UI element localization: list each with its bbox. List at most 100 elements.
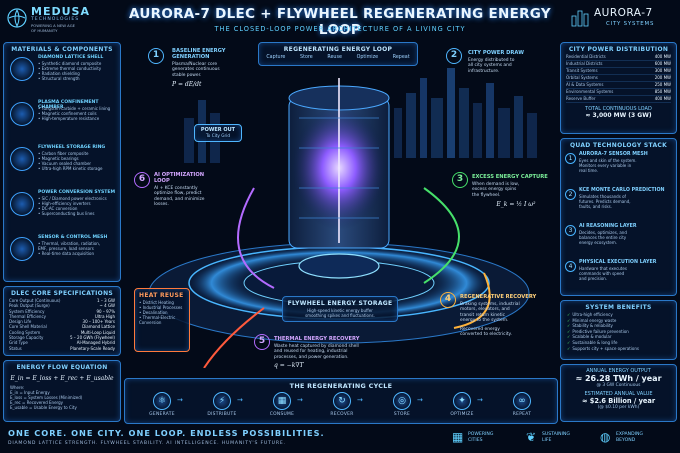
- cycle-step-distribute: ⚡DISTRIBUTE: [197, 392, 247, 417]
- callout-line: transit return kinetic: [460, 312, 506, 318]
- material-line: • Thermal, vibration, radiation,: [38, 241, 101, 246]
- check-icon: ✓: [567, 328, 571, 334]
- spec-value: Multi-Loop Liquid: [80, 329, 115, 335]
- spec-row: Thermal Efficiency Ultra High: [9, 314, 115, 319]
- quad-line: futures. Predicts demand,: [579, 199, 631, 204]
- spec-key: System Efficiency: [9, 308, 45, 314]
- spec-row: Core Output (Continuous)1 – 3 GW: [9, 298, 115, 303]
- check-icon: ✓: [567, 345, 571, 351]
- medusa-logo-icon: [7, 8, 27, 28]
- cycle-arrow-icon: →: [177, 396, 183, 404]
- spec-key: Storage Capacity: [9, 335, 44, 341]
- distribution-sector: AI & Data Systems: [566, 82, 604, 87]
- material-title: SENSOR & CONTROL MESH: [38, 235, 108, 240]
- quad-line: Decides, optimizes, and: [579, 230, 627, 235]
- spec-value: 5 – 20 GWh (Flywheel): [69, 335, 115, 341]
- distribution-panel: CITY POWER DISTRIBUTION Residential Dist…: [560, 42, 677, 134]
- city-badge-sub: CITY SYSTEMS: [606, 21, 655, 27]
- cycle-step-optimize: ✦OPTIMIZE: [437, 392, 487, 417]
- page-subtitle: THE CLOSED-LOOP POWER ARCHITECTURE OF A …: [214, 25, 466, 33]
- material-line: • Tungsten-carbide + ceramic lining: [38, 106, 111, 111]
- distribution-load: 600 MW: [654, 61, 671, 66]
- callout-6-number: 6: [134, 172, 150, 188]
- cycle-step-label: CONSUME: [269, 412, 295, 417]
- spec-key: Thermal Efficiency: [9, 313, 47, 319]
- material-icon: [10, 237, 34, 261]
- callout-5-formula: q = −k∇T: [274, 362, 304, 370]
- callout-line: processes, and power generation.: [274, 354, 349, 360]
- callout-line: Plasma/Nuclear core: [172, 62, 218, 67]
- brand-sub: TECHNOLOGIES: [31, 17, 80, 22]
- quad-title: AI REASONING LAYER: [579, 224, 637, 229]
- material-icon: [10, 147, 34, 171]
- annual-sub: @ 3 GW Continuous: [596, 383, 641, 388]
- quad-line: energy ecosystem.: [579, 240, 618, 245]
- benefit-label: Scalable & modular: [572, 334, 612, 340]
- power-out-sub: To City Grid: [205, 133, 231, 138]
- specs-title: DLEC CORE SPECIFICATIONS: [10, 290, 114, 297]
- thermal-flow-line: [203, 307, 265, 368]
- callout-line: stable power.: [172, 72, 202, 78]
- heat-reuse-item: • Industrial Processes: [139, 305, 183, 310]
- cycle-step-store: ◎STORE: [377, 392, 427, 417]
- leaf-icon: ❦: [526, 430, 537, 444]
- material-line: • Structural strength: [38, 76, 80, 81]
- callout-line: excess energy spins: [472, 187, 517, 193]
- callout-line: AI + KCE constantly: [154, 186, 198, 191]
- material-line: • Real-time data acquisition: [38, 251, 94, 256]
- quad-title: AURORA-7 SENSOR MESH: [579, 152, 648, 157]
- distribution-row: Industrial Districts 600 MW: [566, 61, 671, 68]
- callout-3-number: 3: [452, 172, 468, 188]
- quad-line: and precision.: [579, 276, 608, 281]
- loop-step: Store: [300, 55, 313, 60]
- quad-line: faults, and risks.: [579, 204, 613, 209]
- heat-reuse-box: HEAT REUSE • District Heating• Industria…: [134, 288, 190, 352]
- quad-line: Monitors every variable in: [579, 163, 632, 168]
- material-icon: [10, 57, 34, 81]
- spec-value: Ultra High: [94, 313, 115, 319]
- material-line: • Radiation shielding: [38, 71, 80, 76]
- spec-value: 30 – 100+ Years: [82, 319, 115, 325]
- material-lines: • SiC / Diamond power electronics• High-…: [38, 196, 107, 216]
- cycle-step-label: OPTIMIZE: [450, 412, 474, 417]
- specs-panel: DLEC CORE SPECIFICATIONS Core Output (Co…: [3, 286, 121, 356]
- flywheel-line: High-speed kinetic energy buffer: [307, 308, 373, 313]
- benefits-title: SYSTEM BENEFITS: [585, 304, 652, 311]
- total-load-value: ≈ 3,000 MW (3 GW): [585, 112, 652, 119]
- benefits-panel: SYSTEM BENEFITS ✓Ultra-high efficiency✓M…: [560, 300, 677, 360]
- central-core-illustration: [148, 68, 537, 368]
- flywheel-storage-box: FLYWHEEL ENERGY STORAGE High-speed kinet…: [282, 296, 398, 322]
- heat-reuse-item: • District Heating: [139, 300, 174, 305]
- quad-title: QUAD TECHNOLOGY STACK: [569, 142, 668, 149]
- distribution-sector: Industrial Districts: [566, 61, 603, 66]
- footer-badge-line-2: BEYOND: [616, 438, 636, 443]
- quad-body: Eyes and skin of the system.Monitors eve…: [579, 158, 669, 173]
- distribution-sector: Residential Districts: [566, 54, 606, 59]
- regenerating-cycle-panel: THE REGENERATING CYCLE ⚛GENERATE→⚡DISTRI…: [124, 378, 558, 424]
- callout-6-title: AI OPTIMIZATION LOOP: [154, 172, 205, 184]
- benefit-item: ✓Predictive failure prevention: [567, 329, 676, 335]
- material-lines: • Thermal, vibration, radiation, EMF, pr…: [38, 241, 100, 256]
- distribution-sector: Reserve Buffer: [566, 96, 596, 101]
- recover-icon: ↻: [333, 392, 351, 410]
- flywheel-title: FLYWHEEL ENERGY STORAGE: [287, 300, 393, 307]
- brand-name: MEDUSA: [31, 5, 90, 18]
- generate-icon: ⚛: [153, 392, 171, 410]
- spec-key: Peak Output (Surge): [9, 303, 50, 309]
- spec-key: Grid Type: [9, 340, 28, 346]
- cycle-step-repeat: ∞REPEAT: [497, 392, 547, 417]
- loop-step: Repeat: [392, 55, 410, 60]
- callout-line: all city systems and: [468, 63, 512, 69]
- heat-reuse-item: • Desalination: [139, 310, 168, 315]
- loop-step: Reuse: [327, 55, 342, 60]
- benefit-item: ✓Stability & reliability: [567, 323, 676, 329]
